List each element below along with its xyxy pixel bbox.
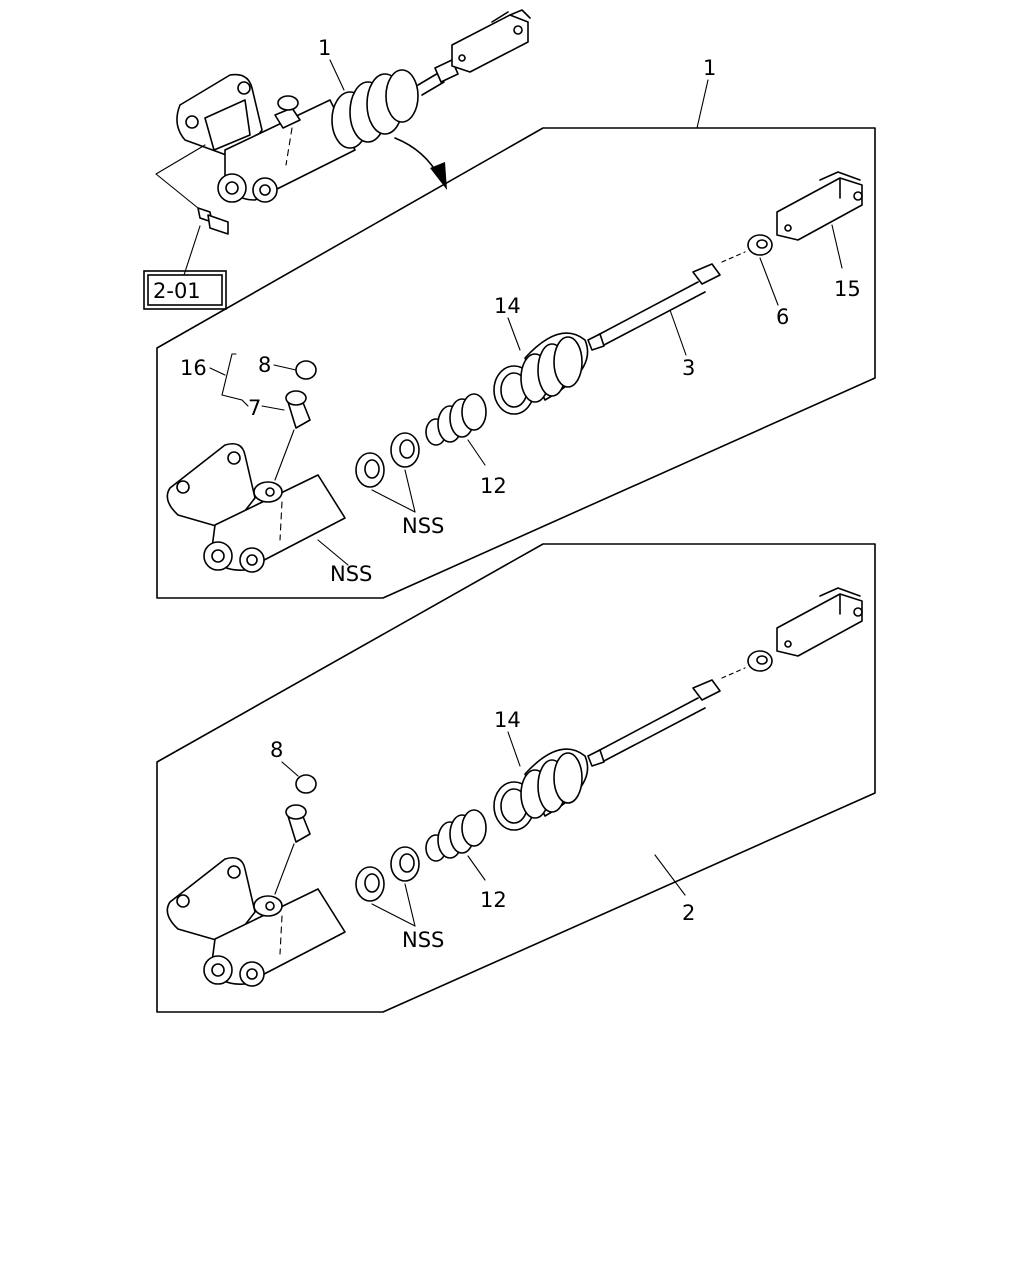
label-1-top: 1 xyxy=(318,36,331,60)
label-8-p1: 8 xyxy=(258,353,271,377)
label-14: 14 xyxy=(494,294,521,318)
label-15: 15 xyxy=(834,277,861,301)
panel-1-number: 1 xyxy=(703,56,716,80)
panel-2: 14 12 NSS 8 2 xyxy=(156,543,876,1013)
label-12-p2: 12 xyxy=(480,888,507,912)
panel-2-number: 2 xyxy=(682,901,695,925)
label-6: 6 xyxy=(776,305,789,329)
label-12-p1: 12 xyxy=(480,474,507,498)
label-16: 16 xyxy=(180,356,207,380)
reference-box-label: 2-01 xyxy=(153,279,201,303)
assembled-slave-cylinder xyxy=(155,9,531,276)
label-3: 3 xyxy=(682,356,695,380)
label-nss-seals-p1: NSS xyxy=(402,514,444,538)
panel-1: 1 15 6 3 14 12 xyxy=(156,56,876,599)
reference-box[interactable]: 2-01 xyxy=(143,270,227,310)
label-nss-body: NSS xyxy=(330,562,372,586)
label-14-p2: 14 xyxy=(494,708,521,732)
label-nss-seals-p2: NSS xyxy=(402,928,444,952)
label-7: 7 xyxy=(248,396,261,420)
label-8-p2: 8 xyxy=(270,738,283,762)
